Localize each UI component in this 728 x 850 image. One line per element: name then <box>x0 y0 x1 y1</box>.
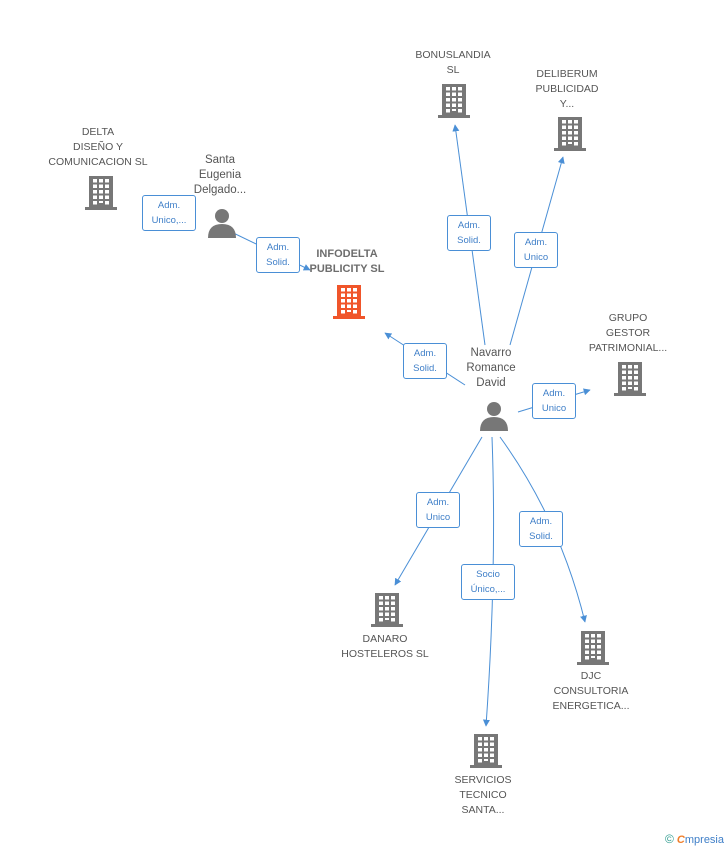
building-icon[interactable] <box>371 593 403 632</box>
relation-label[interactable]: Socio Único,... <box>461 564 515 600</box>
company-label: DELIBERUM PUBLICIDAD Y... <box>535 68 599 110</box>
building-icon[interactable] <box>333 285 365 324</box>
company-node-deliberum[interactable]: DELIBERUM PUBLICIDAD Y... <box>508 67 626 112</box>
relation-label[interactable]: Adm. Unico <box>514 232 558 268</box>
person-label: Navarro Romance David <box>466 347 516 389</box>
company-label: GRUPO GESTOR PATRIMONIAL... <box>588 312 668 354</box>
copyright-icon: © <box>665 832 674 846</box>
company-label: DELTA DISEÑO Y COMUNICACION SL <box>48 126 148 168</box>
relation-label[interactable]: Adm. Solid. <box>256 237 300 273</box>
company-label: BONUSLANDIA SL <box>415 49 491 76</box>
company-node-servicios[interactable]: SERVICIOS TECNICO SANTA... <box>423 773 543 818</box>
company-label: INFODELTA PUBLICITY SL <box>309 248 385 275</box>
building-icon[interactable] <box>470 734 502 773</box>
company-label: SERVICIOS TECNICO SANTA... <box>454 774 512 816</box>
building-icon[interactable] <box>438 84 470 123</box>
relation-label[interactable]: Adm. Unico,... <box>142 195 196 231</box>
brand-name: mpresia <box>684 834 724 846</box>
building-icon[interactable] <box>85 176 117 215</box>
company-node-bonuslandia[interactable]: BONUSLANDIA SL <box>394 48 512 78</box>
company-label: DJC CONSULTORIA ENERGETICA... <box>552 670 630 712</box>
person-icon[interactable] <box>207 208 237 243</box>
brand-footer[interactable]: © Cmpresia <box>665 832 724 846</box>
company-node-grupo[interactable]: GRUPO GESTOR PATRIMONIAL... <box>568 311 688 356</box>
relation-label[interactable]: Adm. Unico <box>416 492 460 528</box>
company-node-infodelta[interactable]: INFODELTA PUBLICITY SL <box>287 247 407 277</box>
relation-label[interactable]: Adm. Solid. <box>403 343 447 379</box>
company-label: DANARO HOSTELEROS SL <box>341 633 429 660</box>
brand-initial: C <box>676 834 685 846</box>
building-icon[interactable] <box>554 117 586 156</box>
person-label: Santa Eugenia Delgado... <box>193 154 247 196</box>
company-node-danaro[interactable]: DANARO HOSTELEROS SL <box>325 632 445 662</box>
relation-label[interactable]: Adm. Solid. <box>519 511 563 547</box>
building-icon[interactable] <box>577 631 609 670</box>
company-node-delta[interactable]: DELTA DISEÑO Y COMUNICACION SL <box>38 125 158 170</box>
person-node-santa[interactable]: Santa Eugenia Delgado... <box>172 153 268 198</box>
person-icon[interactable] <box>479 401 509 436</box>
relation-label[interactable]: Adm. Unico <box>532 383 576 419</box>
company-node-djc[interactable]: DJC CONSULTORIA ENERGETICA... <box>531 669 651 714</box>
relation-label[interactable]: Adm. Solid. <box>447 215 491 251</box>
building-icon[interactable] <box>614 362 646 401</box>
person-node-navarro[interactable]: Navarro Romance David <box>443 346 539 391</box>
